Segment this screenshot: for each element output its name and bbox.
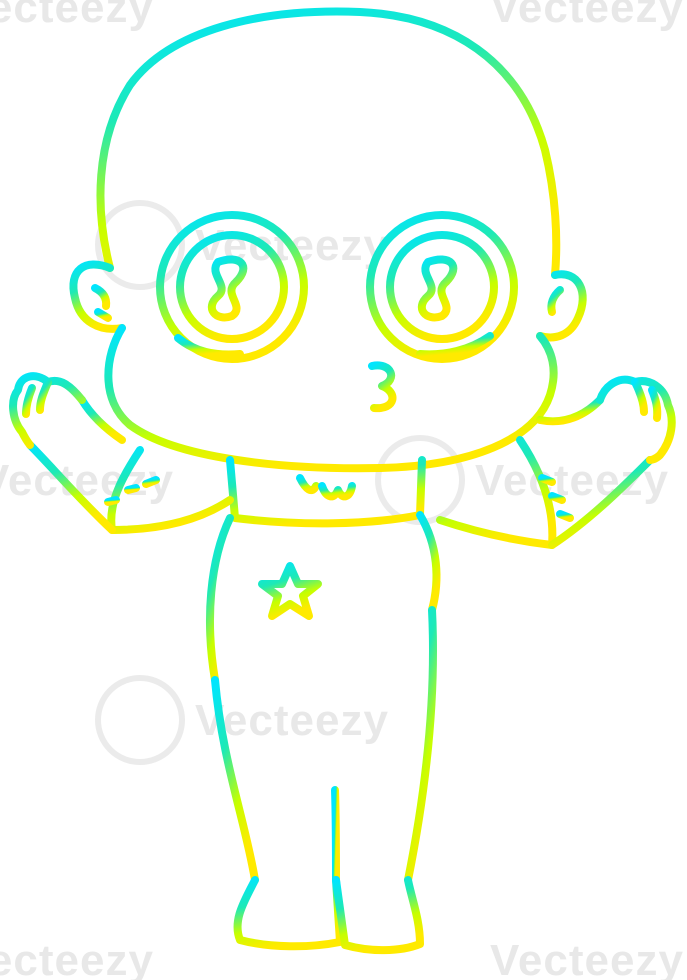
right-finger — [648, 386, 662, 422]
left-ear-detail — [91, 284, 111, 310]
left-eye — [156, 211, 308, 363]
right-leg — [404, 606, 437, 884]
left-eye-bag — [174, 334, 244, 359]
right-sleeve-mark — [556, 510, 574, 522]
line-art — [9, 7, 676, 955]
mouth — [368, 361, 397, 413]
right-arm-lower — [548, 456, 654, 549]
chin-mark — [318, 482, 356, 501]
torso-left — [206, 514, 234, 684]
right-ear-detail — [547, 286, 564, 316]
watermark-text: Vecteezy — [195, 696, 389, 745]
watermark-text: Vecteezy — [0, 936, 154, 980]
right-eye — [366, 211, 518, 363]
left-arm-lower — [26, 441, 116, 534]
left-sleeve-mark — [142, 476, 160, 488]
leg-divide — [331, 786, 340, 884]
watermark-text: Vecteezy — [490, 936, 684, 980]
watermark-text: Vecteezy — [475, 456, 669, 505]
right-finger — [631, 378, 648, 416]
watermark-text: Vecteezy — [490, 0, 684, 32]
right-sleeve-mark — [548, 492, 566, 504]
left-eye-inner — [176, 231, 288, 343]
right-hand — [596, 375, 676, 464]
left-hand — [9, 372, 86, 449]
head-outline — [96, 7, 561, 279]
left-finger — [22, 384, 36, 418]
star-badge — [258, 562, 322, 620]
left-boot — [233, 876, 344, 951]
left-finger — [36, 378, 52, 414]
left-leg — [211, 676, 259, 884]
left-eye-spiral — [208, 255, 248, 322]
collar — [226, 456, 426, 528]
left-sleeve-mark — [124, 484, 140, 494]
watermark-text: Vecteezy — [0, 0, 154, 32]
right-eye-inner — [386, 231, 498, 343]
left-sleeve-mark — [104, 496, 120, 506]
right-ear — [536, 270, 587, 342]
jaw-outline — [104, 324, 558, 473]
chin-mark — [296, 474, 320, 495]
right-eye-spiral — [418, 255, 458, 322]
left-ear-detail — [94, 308, 112, 322]
right-sleeve-mark — [538, 474, 556, 486]
right-eye-bag — [416, 332, 494, 359]
torso-right — [416, 511, 441, 614]
right-boot — [332, 876, 424, 955]
left-ear — [69, 260, 126, 333]
right-arm — [536, 396, 604, 426]
